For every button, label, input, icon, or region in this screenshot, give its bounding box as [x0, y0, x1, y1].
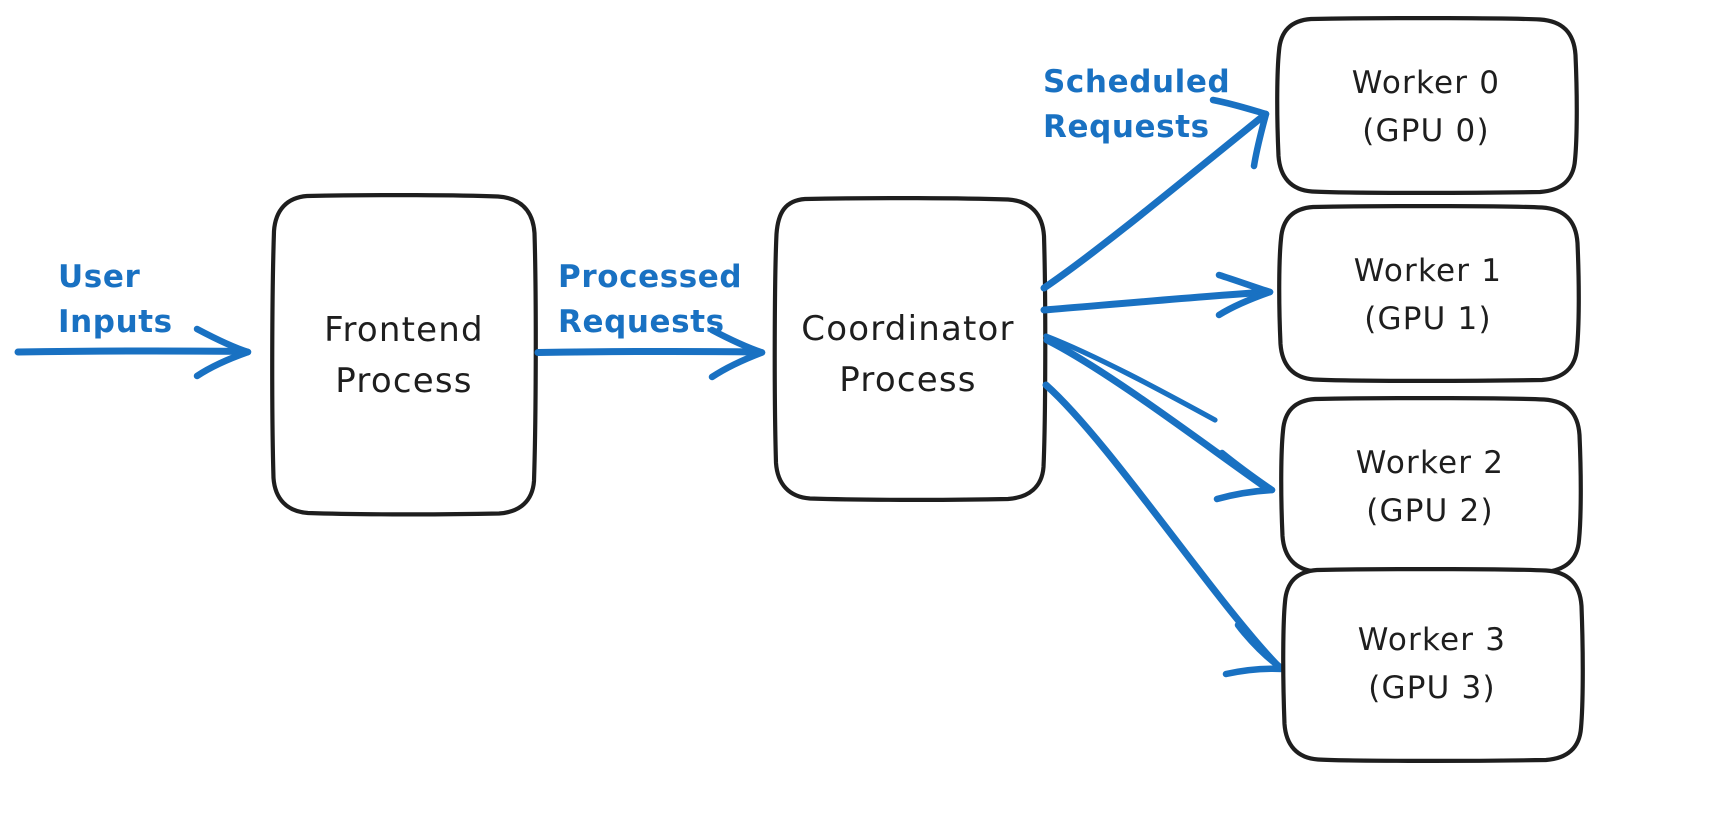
node-worker-2[interactable]: Worker 2 (GPU 2): [1279, 395, 1583, 576]
node-frontend-process[interactable]: Frontend Process: [270, 192, 538, 517]
worker-0-arrowhead-top: [1209, 96, 1270, 118]
node-coordinator-process[interactable]: Coordinator Process: [772, 195, 1048, 503]
worker-2-arrowhead-top: [1218, 449, 1276, 494]
worker-0-line: [1040, 113, 1266, 292]
user-inputs-label-line2: Inputs: [58, 304, 173, 340]
coordinator-box[interactable]: [772, 195, 1048, 503]
worker-2-arrowhead-bottom: [1213, 486, 1276, 503]
edge-scheduled-requests-worker-0: [1040, 96, 1270, 292]
edge-label-user-inputs: User Inputs: [58, 259, 173, 340]
worker-2-box[interactable]: [1279, 395, 1583, 576]
coordinator-label-line1: Coordinator: [801, 309, 1014, 349]
worker-0-arrowhead-bottom: [1250, 110, 1270, 170]
processed-requests-label-line1: Processed: [558, 259, 742, 295]
worker-3-box[interactable]: [1281, 566, 1585, 764]
frontend-label-line1: Frontend: [324, 310, 484, 350]
edge-label-processed-requests: Processed Requests: [558, 259, 742, 340]
user-inputs-label-line1: User: [58, 259, 140, 295]
edge-scheduled-requests-worker-2: [1043, 333, 1276, 503]
processed-requests-line: [534, 347, 761, 356]
worker-0-box[interactable]: [1275, 15, 1579, 196]
worker-2-label-line2: (GPU 2): [1366, 493, 1494, 529]
scheduled-requests-label-line1: Scheduled: [1043, 64, 1230, 100]
edge-label-scheduled-requests: Scheduled Requests: [1043, 64, 1230, 145]
worker-3-label-line2: (GPU 3): [1368, 670, 1496, 706]
edge-scheduled-requests-worker-1: [1040, 271, 1274, 319]
edge-user-inputs: [14, 325, 252, 380]
worker-1-label-line2: (GPU 1): [1364, 301, 1492, 337]
processed-requests-arrowhead-bottom: [708, 349, 766, 381]
node-worker-3[interactable]: Worker 3 (GPU 3): [1281, 566, 1585, 764]
node-worker-0[interactable]: Worker 0 (GPU 0): [1275, 15, 1579, 196]
coordinator-label-line2: Process: [839, 360, 976, 400]
frontend-box[interactable]: [270, 192, 538, 517]
worker-3-line: [1042, 381, 1284, 672]
worker-1-line: [1040, 288, 1270, 314]
user-inputs-line: [14, 347, 247, 356]
worker-1-arrowhead-bottom: [1215, 288, 1274, 319]
worker-2-label-line1: Worker 2: [1356, 445, 1504, 481]
processed-requests-label-line2: Requests: [558, 304, 725, 340]
user-inputs-arrowhead-bottom: [193, 348, 252, 380]
worker-1-box[interactable]: [1277, 203, 1581, 384]
worker-3-label-line1: Worker 3: [1358, 622, 1506, 658]
worker-0-label-line2: (GPU 0): [1362, 113, 1490, 149]
scheduled-requests-label-line2: Requests: [1043, 109, 1210, 145]
worker-1-label-line1: Worker 1: [1354, 253, 1502, 289]
node-worker-1[interactable]: Worker 1 (GPU 1): [1277, 203, 1581, 384]
edge-scheduled-requests-worker-3: [1042, 381, 1287, 678]
worker-0-label-line1: Worker 0: [1352, 65, 1500, 101]
worker-3-arrowhead-bottom: [1222, 665, 1287, 678]
worker-3-arrowhead-top: [1234, 621, 1287, 673]
worker-1-arrowhead-top: [1215, 271, 1274, 296]
frontend-label-line2: Process: [335, 361, 472, 401]
worker-2-line-secondary: [1043, 333, 1218, 423]
edge-processed-requests: [534, 326, 766, 381]
